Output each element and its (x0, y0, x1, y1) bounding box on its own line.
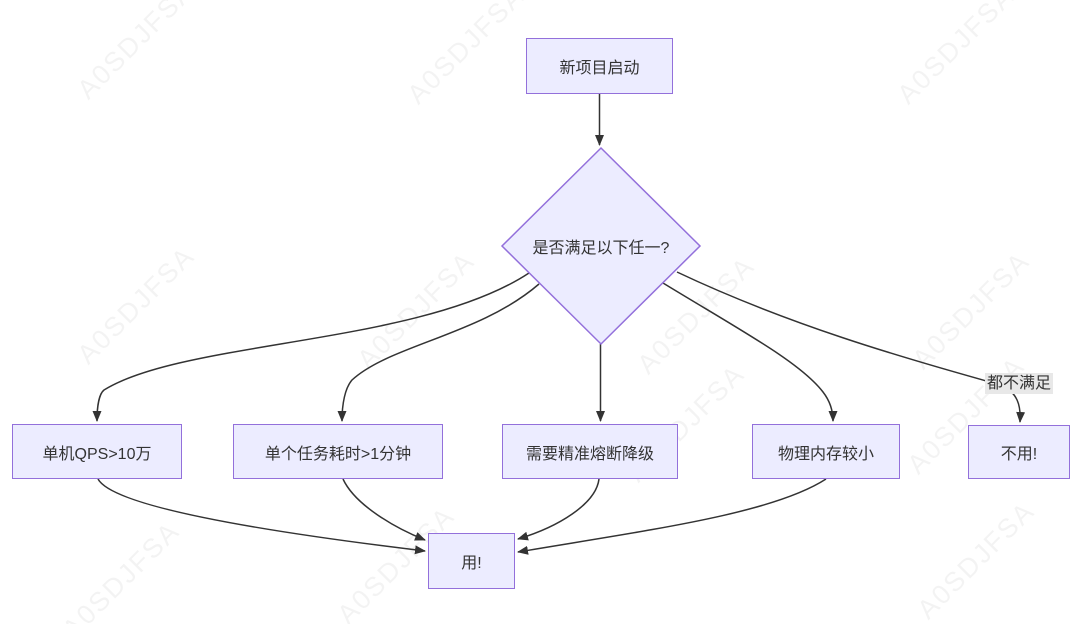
node-no-use: 不用! (968, 425, 1070, 479)
node-qps: 单机QPS>10万 (12, 424, 182, 479)
edge-memory-use (517, 478, 827, 555)
node-fuse: 需要精准熔断降级 (502, 424, 678, 479)
node-use: 用! (428, 533, 515, 589)
edge-fuse-use (517, 478, 600, 541)
edge-decision-qps (92, 272, 530, 422)
edge-label-none-matched: 都不满足 (985, 373, 1054, 394)
node-task: 单个任务耗时>1分钟 (233, 424, 443, 479)
edge-task-use (342, 478, 426, 541)
edge-decision-task (337, 283, 540, 422)
node-memory: 物理内存较小 (752, 424, 900, 479)
edge-qps-use (97, 478, 426, 555)
node-start: 新项目启动 (526, 38, 673, 94)
decision-diamond-shape (500, 146, 702, 346)
edge-decision-nouse (676, 271, 1026, 423)
edge-decision-memory (662, 282, 838, 422)
